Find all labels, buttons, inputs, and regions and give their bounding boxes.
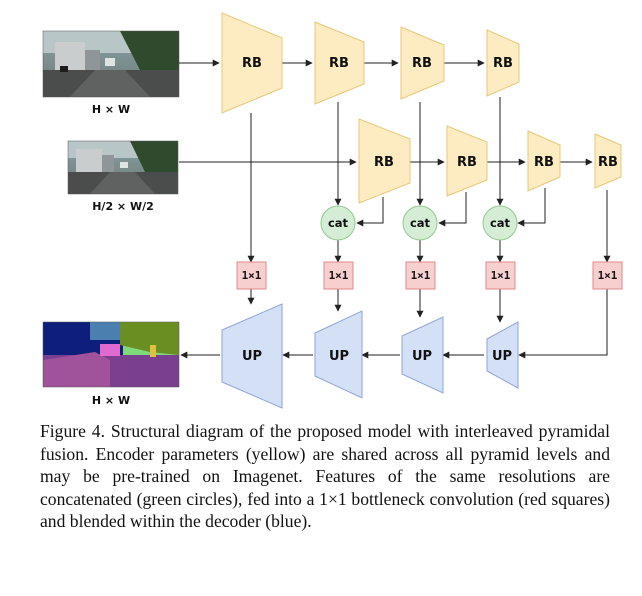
encoder-block-r1c3: RB	[400, 26, 445, 100]
encoder-label: RB	[598, 155, 618, 170]
decoder-block-2: UP	[314, 310, 363, 399]
encoder-block-r2c1: RB	[358, 118, 411, 204]
architecture-diagram: H × W H/2 × W/2 H × W	[42, 12, 623, 409]
decoder-label: UP	[242, 349, 262, 364]
bottleneck-label: 1×1	[329, 269, 349, 282]
concat-node-2: cat	[402, 205, 438, 241]
encoder-block-r2c2: RB	[446, 125, 488, 197]
concat-node-1: cat	[320, 205, 356, 241]
input-image-half-res	[67, 140, 179, 195]
bottleneck-3: 1×1	[405, 261, 436, 290]
decoder-label: UP	[492, 349, 512, 364]
encoder-label: RB	[242, 56, 262, 71]
encoder-label: RB	[457, 155, 477, 170]
output-segmentation-map	[42, 321, 180, 388]
encoder-label: RB	[534, 155, 554, 170]
encoder-label: RB	[493, 56, 513, 71]
encoder-block-r2c4: RB	[594, 133, 622, 189]
encoder-block-r1c4: RB	[486, 29, 520, 97]
connections	[179, 59, 611, 359]
concat-node-3: cat	[482, 205, 518, 241]
input-image-full-res	[42, 30, 180, 98]
input-half-res-label: H/2 × W/2	[92, 200, 154, 213]
bottleneck-5: 1×1	[592, 261, 623, 290]
bottleneck-label: 1×1	[598, 269, 618, 282]
bottleneck-label: 1×1	[411, 269, 431, 282]
encoder-block-r1c2: RB	[314, 21, 365, 105]
decoder-block-3: UP	[401, 316, 444, 394]
bottleneck-4: 1×1	[485, 261, 516, 290]
decoder-block-4: UP	[486, 321, 519, 389]
encoder-label: RB	[374, 155, 394, 170]
decoder-block-1: UP	[221, 303, 283, 409]
input-full-res-label: H × W	[92, 103, 130, 116]
bottleneck-2: 1×1	[323, 261, 354, 290]
output-label: H × W	[92, 394, 130, 407]
concat-label: cat	[328, 216, 349, 230]
bottleneck-label: 1×1	[491, 269, 511, 282]
decoder-label: UP	[329, 349, 349, 364]
encoder-label: RB	[412, 56, 432, 71]
decoder-label: UP	[412, 349, 432, 364]
concat-label: cat	[410, 216, 431, 230]
bottleneck-label: 1×1	[242, 269, 262, 282]
concat-label: cat	[490, 216, 511, 230]
encoder-label: RB	[329, 56, 349, 71]
encoder-block-r1c1: RB	[221, 12, 283, 114]
bottleneck-1: 1×1	[236, 261, 267, 290]
figure-caption: Figure 4. Structural diagram of the prop…	[40, 421, 610, 532]
encoder-block-r2c3: RB	[527, 130, 561, 192]
